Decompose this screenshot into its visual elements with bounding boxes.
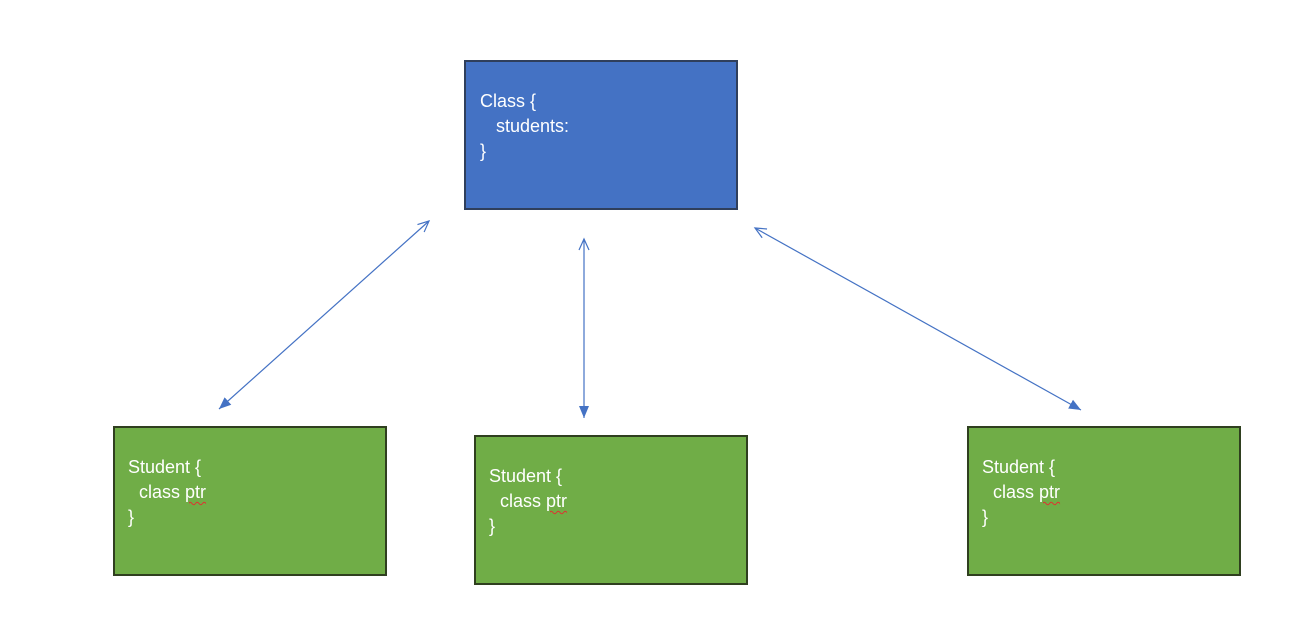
student-box-1: Student { class ptr }	[113, 426, 387, 576]
student-box-line-1: Student {	[489, 466, 563, 486]
student-box-line-3: }	[982, 507, 989, 527]
student-field: class	[993, 482, 1035, 502]
student-box-line-3: }	[489, 516, 496, 536]
student-ptr: ptr	[1039, 482, 1061, 502]
student-box-2: Student { class ptr }	[474, 435, 748, 585]
student-ptr: ptr	[185, 482, 207, 502]
student-box-line-1: Student {	[982, 457, 1056, 477]
arrow-class-student-3	[753, 227, 1082, 411]
arrow-class-student-1	[218, 220, 431, 410]
class-box-line-2: students:	[496, 116, 570, 136]
student-box-3: Student { class ptr }	[967, 426, 1241, 576]
student-field: class	[500, 491, 542, 511]
student-ptr: ptr	[546, 491, 568, 511]
student-box-line-2: class ptr	[982, 480, 1239, 505]
class-box-line-3: }	[480, 141, 487, 161]
student-box-line-2: class ptr	[489, 489, 746, 514]
student-field: class	[139, 482, 181, 502]
student-box-line-2: class ptr	[128, 480, 385, 505]
student-box-line-1: Student {	[128, 457, 202, 477]
student-box-line-3: }	[128, 507, 135, 527]
class-box-line-1: Class {	[480, 91, 537, 111]
class-box: Class { students: }	[464, 60, 738, 210]
